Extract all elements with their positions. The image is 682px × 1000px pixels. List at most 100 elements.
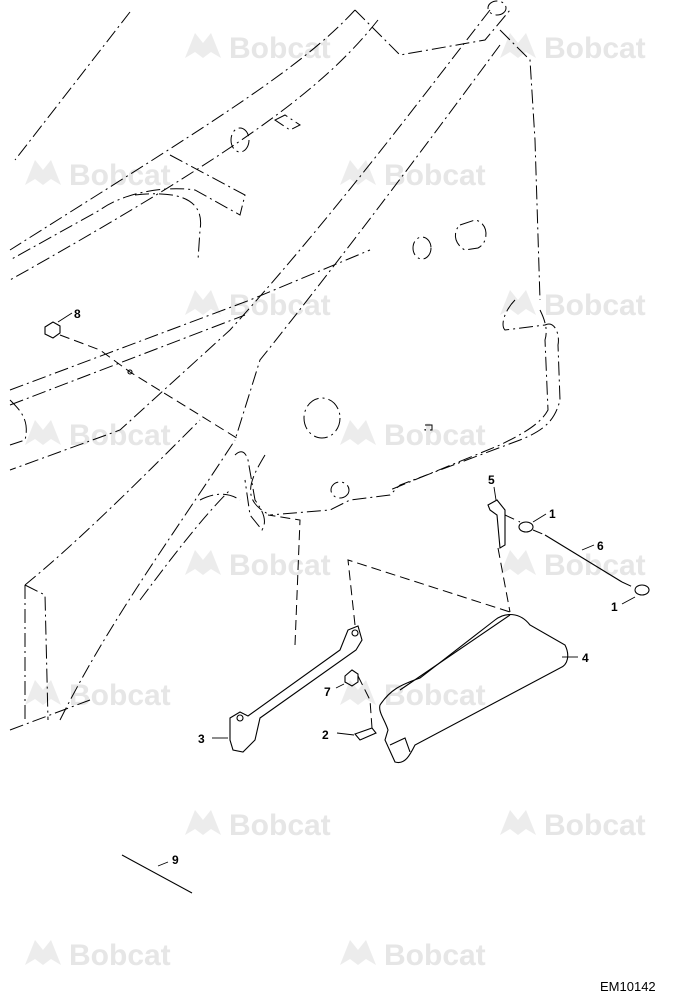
side-panel	[354, 9, 511, 56]
part-5-pin	[487, 499, 506, 549]
gusset	[234, 451, 265, 531]
bobcat-logo-icon	[500, 550, 536, 575]
watermark: Bobcat	[500, 549, 646, 582]
assembly-line	[532, 529, 546, 536]
callout-label: 8	[74, 307, 81, 321]
watermark-text: Bobcat	[384, 939, 486, 972]
callout-label: 4	[582, 651, 589, 665]
side-panel	[269, 299, 561, 516]
watermark: Bobcat	[25, 939, 171, 972]
side-panel	[499, 29, 541, 301]
leader-line	[493, 486, 497, 501]
frame-hole	[487, 0, 507, 16]
watermark-text: Bobcat	[69, 939, 171, 972]
main-beam	[234, 44, 501, 441]
frame-hole	[230, 127, 250, 153]
watermark-text: Bobcat	[69, 419, 171, 452]
assembly-line	[357, 675, 373, 729]
callout-leaders	[57, 312, 636, 867]
lower-frame	[24, 584, 49, 721]
callout-label: 2	[322, 728, 329, 742]
part-1-ring	[634, 584, 650, 596]
watermark: Bobcat	[340, 159, 486, 192]
bracket-hole	[351, 629, 359, 637]
lower-frame	[9, 249, 371, 391]
watermark-text: Bobcat	[384, 679, 486, 712]
assembly-line	[347, 559, 511, 626]
assembly-line	[267, 514, 301, 646]
watermark: Bobcat	[340, 679, 486, 712]
watermark-text: Bobcat	[229, 549, 331, 582]
part-2-clip	[354, 727, 377, 741]
watermark: Bobcat	[185, 289, 331, 322]
watermark-text: Bobcat	[384, 159, 486, 192]
frame-slot	[424, 424, 433, 431]
lower-frame	[139, 489, 231, 601]
lower-frame	[24, 419, 201, 586]
watermark-text: Bobcat	[69, 679, 171, 712]
leader-line	[57, 312, 73, 323]
boom-outline	[14, 11, 131, 161]
guard-edge	[399, 614, 511, 691]
part-7-bolt	[344, 669, 359, 687]
parts	[44, 321, 650, 894]
assembly-line	[497, 547, 511, 613]
main-beam	[59, 439, 236, 721]
watermark: Bobcat	[25, 419, 171, 452]
callout-labels: 8 1 1 2 3 4 5 6 7 9	[74, 307, 618, 867]
watermark-text: Bobcat	[544, 32, 646, 65]
leader-line	[581, 544, 595, 551]
part-6-cable	[544, 534, 623, 583]
watermark: Bobcat	[340, 419, 486, 452]
frame-boss	[274, 114, 301, 131]
bobcat-logo-icon	[185, 290, 221, 315]
callout-label: 1	[549, 507, 556, 521]
bobcat-logo-icon	[340, 160, 376, 185]
watermark: Bobcat	[185, 809, 331, 842]
watermark: Bobcat	[25, 679, 171, 712]
watermark: Bobcat	[185, 32, 331, 65]
watermark-layer: Bobcat Bobcat Bobcat Bobcat Bobcat Bobca…	[25, 32, 646, 972]
watermark-text: Bobcat	[69, 159, 171, 192]
leader-line	[157, 861, 169, 867]
assembly-line	[621, 581, 636, 589]
watermark-text: Bobcat	[229, 809, 331, 842]
bobcat-logo-icon	[340, 940, 376, 965]
bobcat-logo-icon	[340, 420, 376, 445]
boom-outline	[9, 19, 379, 281]
machine-frame	[9, 0, 561, 731]
lower-frame	[9, 699, 91, 731]
bobcat-logo-icon	[25, 160, 61, 185]
bobcat-logo-icon	[185, 550, 221, 575]
watermark-text: Bobcat	[384, 419, 486, 452]
frame-hole	[412, 236, 432, 260]
frame-cutout	[134, 193, 202, 261]
bobcat-logo-icon	[25, 680, 61, 705]
callout-label: 5	[488, 473, 495, 487]
leader-line	[335, 683, 345, 689]
leader-line	[621, 596, 636, 605]
watermark: Bobcat	[500, 809, 646, 842]
watermark: Bobcat	[500, 32, 646, 65]
bracket-hole	[236, 714, 244, 722]
part-9-cable	[121, 854, 193, 894]
part-4-guard	[379, 614, 569, 764]
leader-line	[336, 732, 355, 736]
bobcat-logo-icon	[25, 940, 61, 965]
lower-frame	[9, 314, 246, 406]
watermark: Bobcat	[500, 289, 646, 322]
callout-label: 6	[597, 539, 604, 553]
bobcat-logo-icon	[25, 420, 61, 445]
assembly-line	[504, 514, 521, 523]
guard-edge	[389, 737, 411, 753]
watermark: Bobcat	[340, 939, 486, 972]
side-panel	[389, 309, 549, 491]
part-3-bracket	[229, 625, 363, 753]
watermark: Bobcat	[25, 159, 171, 192]
watermark-text: Bobcat	[544, 289, 646, 322]
frame-hole	[303, 397, 341, 439]
main-beam	[250, 454, 271, 516]
bobcat-logo-icon	[500, 33, 536, 58]
boom-outline	[9, 9, 356, 251]
